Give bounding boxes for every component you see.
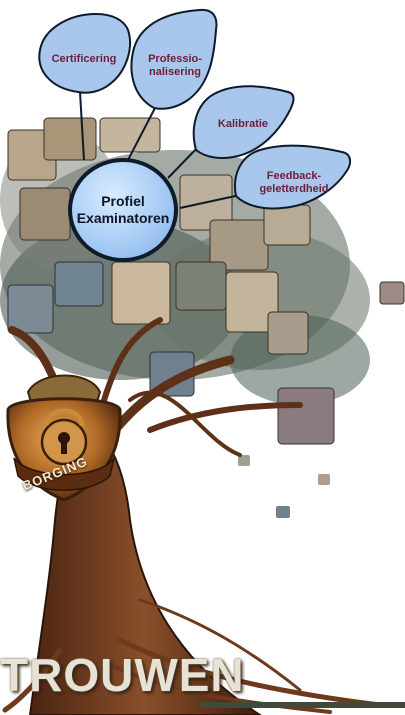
connectors xyxy=(79,91,241,209)
leaf-professionalisering-shape xyxy=(130,8,218,110)
base-word: TROUWEN xyxy=(0,649,245,701)
leaf-feedback-line2: geletterdheid xyxy=(259,183,329,195)
hub-line2: Examinatoren xyxy=(76,210,170,226)
leaf-professionalisering-line2: nalisering xyxy=(149,66,201,78)
leaf-feedback-shape xyxy=(234,144,352,210)
leaf-certificering-line1: Certificering xyxy=(51,53,117,65)
leaf-certificering-shape xyxy=(38,12,131,94)
leaf-professionalisering-label: Professio- nalisering xyxy=(134,53,216,79)
hub-profiel-examinatoren: Profiel Examinatoren xyxy=(68,158,178,262)
leaf-feedback-label: Feedback- geletterdheid xyxy=(244,170,344,196)
leaf-kalibratie-label: Kalibratie xyxy=(202,118,284,131)
lock-icon xyxy=(6,374,122,502)
leaf-kalibratie-line1: Kalibratie xyxy=(217,118,269,130)
hub-line1: Profiel xyxy=(101,193,145,209)
leaf-certificering-label: Certificering xyxy=(38,53,130,66)
leaf-feedback-line1: Feedback- xyxy=(266,170,322,182)
ground-line xyxy=(200,702,405,708)
puzzle-pieces xyxy=(7,117,405,518)
leaf-kalibratie-shape xyxy=(192,85,295,159)
leaf-shapes xyxy=(38,8,352,210)
leaf-professionalisering-line1: Professio- xyxy=(148,53,202,65)
